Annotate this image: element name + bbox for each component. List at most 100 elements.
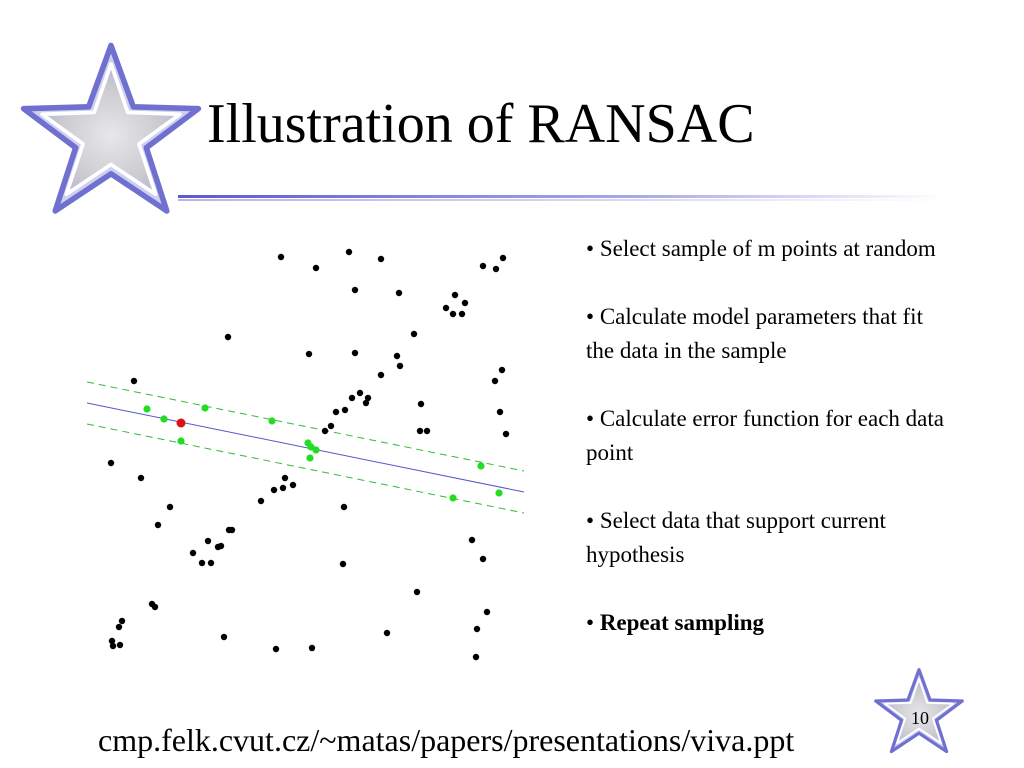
outlier-point xyxy=(468,536,476,544)
page-number: 10 xyxy=(911,708,929,728)
outlier-point xyxy=(458,310,466,318)
slide-title: Illustration of RANSAC xyxy=(207,93,755,155)
outlier-point xyxy=(277,253,285,261)
outlier-point xyxy=(345,248,353,256)
inlier-point xyxy=(477,462,485,470)
sample-point xyxy=(176,418,186,428)
outlier-point xyxy=(423,427,431,435)
outlier-point xyxy=(383,629,391,637)
outlier-point xyxy=(362,399,370,407)
inlier-point xyxy=(306,454,314,462)
outlier-point xyxy=(305,350,313,358)
band-lower-line xyxy=(86,423,525,514)
outlier-point xyxy=(308,644,316,652)
outlier-point xyxy=(483,608,491,616)
outlier-point xyxy=(498,366,506,374)
outlier-point xyxy=(340,503,348,511)
outlier-point xyxy=(496,408,504,416)
source-footer: cmp.felk.cvut.cz/~matas/papers/presentat… xyxy=(98,722,795,758)
outlier-point xyxy=(107,459,115,467)
outlier-point xyxy=(473,625,481,633)
outlier-point xyxy=(356,389,364,397)
bullet-text: Calculate model parameters that fit the … xyxy=(586,304,923,363)
inlier-point xyxy=(449,494,457,502)
bullet-marker: • xyxy=(586,236,595,261)
band-upper-line xyxy=(86,381,525,472)
outlier-point xyxy=(410,330,418,338)
bullet-marker: • xyxy=(586,304,595,329)
outlier-point xyxy=(224,333,232,341)
outlier-point xyxy=(207,559,215,567)
outlier-point xyxy=(289,481,297,489)
outlier-point xyxy=(341,406,349,414)
outlier-point xyxy=(154,521,162,529)
model-line xyxy=(86,402,525,493)
title-underline xyxy=(178,195,946,201)
outlier-point xyxy=(377,371,385,379)
outlier-point xyxy=(442,304,450,312)
inlier-point xyxy=(160,415,168,423)
outlier-point xyxy=(312,264,320,272)
outlier-point xyxy=(115,623,123,631)
outlier-point xyxy=(151,603,159,611)
outlier-point xyxy=(214,543,222,551)
inlier-point xyxy=(201,404,209,412)
bullet-text: Calculate error function for each data p… xyxy=(586,406,944,465)
bullet-marker: • xyxy=(586,610,595,635)
inlier-point xyxy=(268,417,276,425)
outlier-point xyxy=(166,503,174,511)
outlier-point xyxy=(351,349,359,357)
outlier-point xyxy=(492,265,500,273)
bullet-item: • Select sample of m points at random xyxy=(586,232,946,266)
bullet-marker: • xyxy=(586,508,595,533)
bullet-list: • Select sample of m points at random • … xyxy=(586,232,946,674)
outlier-point xyxy=(189,549,197,557)
outlier-point xyxy=(108,637,116,645)
outlier-point xyxy=(228,526,236,534)
outlier-point xyxy=(472,653,480,661)
outlier-point xyxy=(413,588,421,596)
outlier-point xyxy=(130,377,138,385)
outlier-point xyxy=(502,430,510,438)
outlier-point xyxy=(204,537,212,545)
outlier-point xyxy=(417,400,425,408)
outlier-point xyxy=(479,555,487,563)
outlier-point xyxy=(416,427,424,435)
outlier-point xyxy=(393,352,401,360)
outlier-point xyxy=(479,262,487,270)
ransac-figure xyxy=(86,248,525,661)
outlier-point xyxy=(109,642,117,650)
inlier-point xyxy=(495,489,503,497)
outlier-point xyxy=(198,559,206,567)
outlier-point xyxy=(499,254,507,262)
outlier-point xyxy=(332,408,340,416)
outlier-point xyxy=(137,474,145,482)
outlier-point xyxy=(351,286,359,294)
outlier-point xyxy=(451,291,459,299)
outlier-point xyxy=(279,484,287,492)
bullet-text: Select data that support current hypothe… xyxy=(586,508,886,567)
bullet-item: • Calculate error function for each data… xyxy=(586,402,946,470)
outlier-point xyxy=(396,362,404,370)
bullet-item: • Repeat sampling xyxy=(586,606,946,640)
outlier-point xyxy=(118,617,126,625)
inlier-point xyxy=(177,437,185,445)
outlier-point xyxy=(491,377,499,385)
outlier-point xyxy=(461,299,469,307)
outlier-point xyxy=(270,486,278,494)
bullet-item: • Select data that support current hypot… xyxy=(586,504,946,572)
outlier-point xyxy=(339,560,347,568)
star-logo-icon xyxy=(20,42,202,214)
outlier-point xyxy=(327,422,335,430)
inlier-point xyxy=(143,405,151,413)
outlier-point xyxy=(281,474,289,482)
outlier-point xyxy=(395,289,403,297)
outlier-point xyxy=(220,633,228,641)
outlier-point xyxy=(377,255,385,263)
outlier-point xyxy=(272,645,280,653)
outlier-point xyxy=(348,394,356,402)
bullet-text: Select sample of m points at random xyxy=(599,236,936,261)
outlier-point xyxy=(364,394,372,402)
outlier-point xyxy=(116,641,124,649)
bullet-item: • Calculate model parameters that fit th… xyxy=(586,300,946,368)
